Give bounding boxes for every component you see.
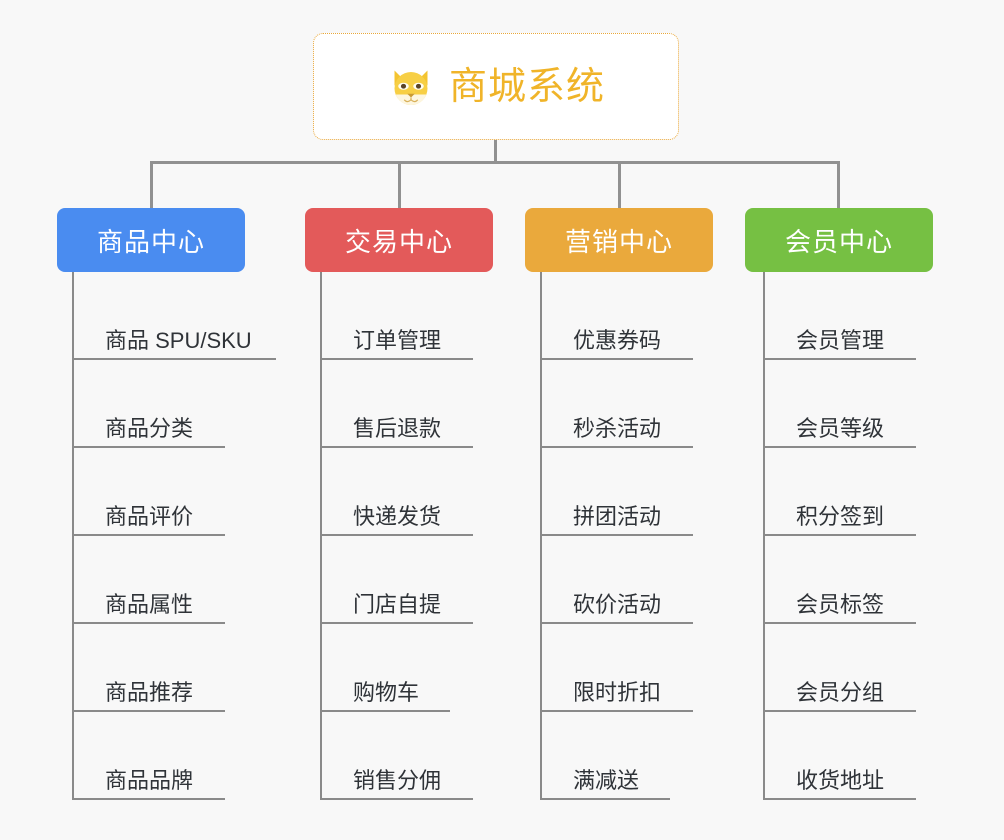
leaf-item[interactable]: 满减送 bbox=[540, 712, 670, 800]
leaf-label: 售后退款 bbox=[353, 416, 442, 441]
leaf-label: 收货地址 bbox=[796, 768, 885, 793]
leaf-label: 秒杀活动 bbox=[573, 416, 662, 441]
leaf-item[interactable]: 商品品牌 bbox=[72, 712, 225, 800]
connector-root-stem bbox=[494, 140, 497, 164]
category-title-3: 营销中心 bbox=[564, 226, 673, 257]
leaf-item[interactable]: 积分签到 bbox=[763, 448, 916, 536]
leaf-item[interactable]: 砍价活动 bbox=[540, 536, 693, 624]
category-column-3: 营销中心 优惠券码 秒杀活动 拼团活动 砍价活动 限时折扣 满减送 bbox=[525, 208, 713, 800]
column-spine-1 bbox=[72, 272, 74, 800]
category-title-4: 会员中心 bbox=[784, 226, 893, 257]
leaf-item[interactable]: 优惠券码 bbox=[540, 272, 693, 360]
leaf-list-2: 订单管理 售后退款 快递发货 门店自提 购物车 销售分佣 bbox=[305, 272, 493, 800]
leaf-label: 商品分类 bbox=[105, 416, 194, 441]
leaf-label: 商品推荐 bbox=[105, 680, 194, 705]
leaf-list-1: 商品 SPU/SKU 商品分类 商品评价 商品属性 商品推荐 商品品牌 bbox=[57, 272, 276, 800]
leaf-label: 拼团活动 bbox=[573, 504, 662, 529]
connector-horizontal-bar bbox=[150, 161, 840, 164]
category-column-1: 商品中心 商品 SPU/SKU 商品分类 商品评价 商品属性 商品推荐 商品品牌 bbox=[57, 208, 276, 800]
leaf-list-3: 优惠券码 秒杀活动 拼团活动 砍价活动 限时折扣 满减送 bbox=[525, 272, 713, 800]
leaf-list-4: 会员管理 会员等级 积分签到 会员标签 会员分组 收货地址 bbox=[745, 272, 933, 800]
root-title: 商城系统 bbox=[448, 65, 605, 108]
leaf-item[interactable]: 商品属性 bbox=[72, 536, 225, 624]
leaf-item[interactable]: 会员分组 bbox=[763, 624, 916, 712]
connector-drop-1 bbox=[150, 161, 153, 209]
leaf-item[interactable]: 拼团活动 bbox=[540, 448, 693, 536]
leaf-label: 优惠券码 bbox=[573, 328, 662, 353]
leaf-item[interactable]: 商品推荐 bbox=[72, 624, 225, 712]
leaf-label: 商品 SPU/SKU bbox=[105, 328, 252, 353]
leaf-label: 商品属性 bbox=[105, 592, 194, 617]
leaf-label: 会员分组 bbox=[796, 680, 885, 705]
leaf-item[interactable]: 会员管理 bbox=[763, 272, 916, 360]
connector-drop-2 bbox=[398, 161, 401, 209]
leaf-label: 商品评价 bbox=[105, 504, 194, 529]
connector-drop-4 bbox=[837, 161, 840, 209]
leaf-item[interactable]: 会员标签 bbox=[763, 536, 916, 624]
leaf-item[interactable]: 商品分类 bbox=[72, 360, 225, 448]
leaf-item[interactable]: 门店自提 bbox=[320, 536, 473, 624]
leaf-label: 快递发货 bbox=[353, 504, 442, 529]
leaf-label: 订单管理 bbox=[353, 328, 442, 353]
leaf-label: 门店自提 bbox=[353, 592, 442, 617]
leaf-item[interactable]: 秒杀活动 bbox=[540, 360, 693, 448]
category-column-4: 会员中心 会员管理 会员等级 积分签到 会员标签 会员分组 收货地址 bbox=[745, 208, 933, 800]
leaf-item[interactable]: 商品评价 bbox=[72, 448, 225, 536]
category-header-3[interactable]: 营销中心 bbox=[525, 208, 713, 272]
shiba-dog-face-icon bbox=[394, 70, 428, 105]
leaf-item[interactable]: 订单管理 bbox=[320, 272, 473, 360]
root-node[interactable]: 商城系统 bbox=[313, 33, 679, 140]
leaf-item[interactable]: 限时折扣 bbox=[540, 624, 693, 712]
category-title-2: 交易中心 bbox=[344, 226, 453, 257]
leaf-label: 限时折扣 bbox=[573, 680, 662, 705]
leaf-item[interactable]: 销售分佣 bbox=[320, 712, 473, 800]
leaf-label: 购物车 bbox=[353, 680, 420, 705]
leaf-label: 会员标签 bbox=[796, 592, 885, 617]
leaf-label: 满减送 bbox=[573, 768, 640, 793]
leaf-label: 商品品牌 bbox=[105, 768, 194, 793]
leaf-label: 销售分佣 bbox=[353, 768, 442, 793]
category-header-2[interactable]: 交易中心 bbox=[305, 208, 493, 272]
leaf-item[interactable]: 商品 SPU/SKU bbox=[72, 272, 276, 360]
leaf-item[interactable]: 快递发货 bbox=[320, 448, 473, 536]
column-spine-4 bbox=[763, 272, 765, 800]
leaf-item[interactable]: 会员等级 bbox=[763, 360, 916, 448]
connector-drop-3 bbox=[618, 161, 621, 209]
category-title-1: 商品中心 bbox=[96, 226, 205, 257]
leaf-item[interactable]: 购物车 bbox=[320, 624, 450, 712]
category-header-1[interactable]: 商品中心 bbox=[57, 208, 245, 272]
category-column-2: 交易中心 订单管理 售后退款 快递发货 门店自提 购物车 销售分佣 bbox=[305, 208, 493, 800]
column-spine-3 bbox=[540, 272, 542, 800]
column-spine-2 bbox=[320, 272, 322, 800]
leaf-label: 会员管理 bbox=[796, 328, 885, 353]
leaf-label: 砍价活动 bbox=[573, 592, 662, 617]
leaf-label: 会员等级 bbox=[796, 416, 885, 441]
leaf-label: 积分签到 bbox=[796, 504, 885, 529]
leaf-item[interactable]: 收货地址 bbox=[763, 712, 916, 800]
leaf-item[interactable]: 售后退款 bbox=[320, 360, 473, 448]
category-header-4[interactable]: 会员中心 bbox=[745, 208, 933, 272]
